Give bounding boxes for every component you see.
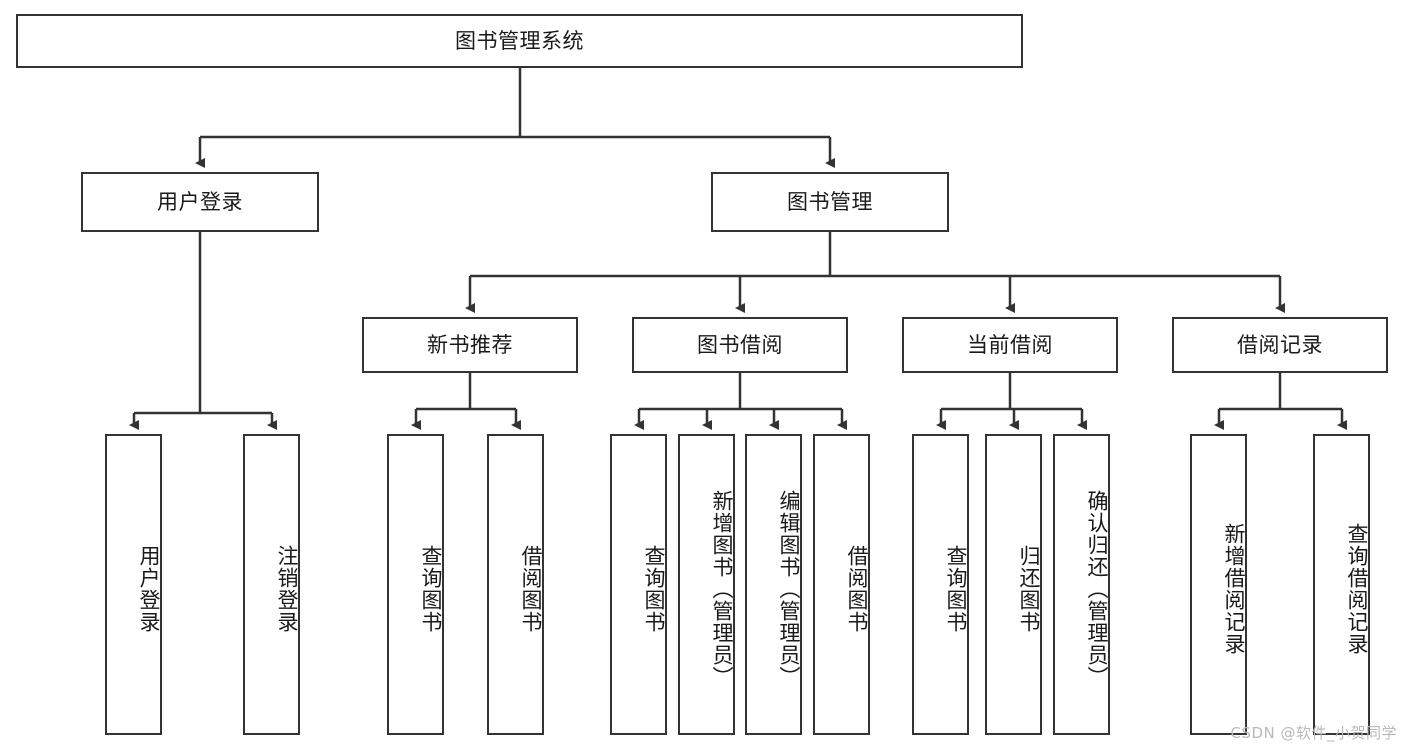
node-leaf-logout[interactable]: 注销登录 bbox=[243, 434, 300, 735]
node-label: 借阅图书 bbox=[845, 544, 869, 633]
node-leaf-cur-ret[interactable]: 归还图书 bbox=[985, 434, 1042, 735]
node-label: 用户登录 bbox=[137, 544, 161, 633]
node-leaf-login[interactable]: 用户登录 bbox=[105, 434, 162, 735]
node-label: 图书管理系统 bbox=[455, 28, 584, 53]
node-label: 编辑图书（管理员） bbox=[777, 489, 801, 688]
node-new-book-rec[interactable]: 新书推荐 bbox=[362, 317, 578, 373]
node-loan-record[interactable]: 借阅记录 bbox=[1172, 317, 1388, 373]
node-label: 图书管理 bbox=[787, 189, 873, 214]
node-label: 借阅记录 bbox=[1237, 332, 1323, 357]
node-label: 新书推荐 bbox=[427, 332, 513, 357]
node-root[interactable]: 图书管理系统 bbox=[16, 14, 1023, 68]
node-book-mgmt[interactable]: 图书管理 bbox=[711, 172, 949, 232]
node-leaf-rlog-add[interactable]: 新增借阅记录 bbox=[1190, 434, 1247, 735]
node-leaf-rec-b[interactable]: 借阅图书 bbox=[487, 434, 544, 735]
node-leaf-bor-q[interactable]: 查询图书 bbox=[610, 434, 667, 735]
node-current-loan[interactable]: 当前借阅 bbox=[902, 317, 1118, 373]
node-label: 确认归还（管理员） bbox=[1085, 489, 1109, 688]
csdn-watermark: CSDN @软件_小贺同学 bbox=[1230, 724, 1397, 742]
node-label: 查询借阅记录 bbox=[1345, 522, 1369, 655]
node-label: 查询图书 bbox=[419, 544, 443, 633]
node-user-login[interactable]: 用户登录 bbox=[81, 172, 319, 232]
node-leaf-bor-add[interactable]: 新增图书（管理员） bbox=[678, 434, 735, 735]
node-leaf-bor-edit[interactable]: 编辑图书（管理员） bbox=[745, 434, 802, 735]
node-leaf-cur-q[interactable]: 查询图书 bbox=[912, 434, 969, 735]
node-label: 借阅图书 bbox=[519, 544, 543, 633]
node-label: 新增借阅记录 bbox=[1222, 522, 1246, 655]
node-leaf-bor-b[interactable]: 借阅图书 bbox=[813, 434, 870, 735]
node-label: 归还图书 bbox=[1017, 544, 1041, 633]
node-label: 图书借阅 bbox=[697, 332, 783, 357]
node-label: 新增图书（管理员） bbox=[710, 489, 734, 688]
node-leaf-rec-q[interactable]: 查询图书 bbox=[387, 434, 444, 735]
node-label: 查询图书 bbox=[944, 544, 968, 633]
node-label: 用户登录 bbox=[157, 189, 243, 214]
node-leaf-cur-conf[interactable]: 确认归还（管理员） bbox=[1053, 434, 1110, 735]
node-label: 查询图书 bbox=[642, 544, 666, 633]
node-book-borrow[interactable]: 图书借阅 bbox=[632, 317, 848, 373]
node-label: 当前借阅 bbox=[967, 332, 1053, 357]
node-label: 注销登录 bbox=[275, 544, 299, 633]
node-leaf-rlog-q[interactable]: 查询借阅记录 bbox=[1313, 434, 1370, 735]
